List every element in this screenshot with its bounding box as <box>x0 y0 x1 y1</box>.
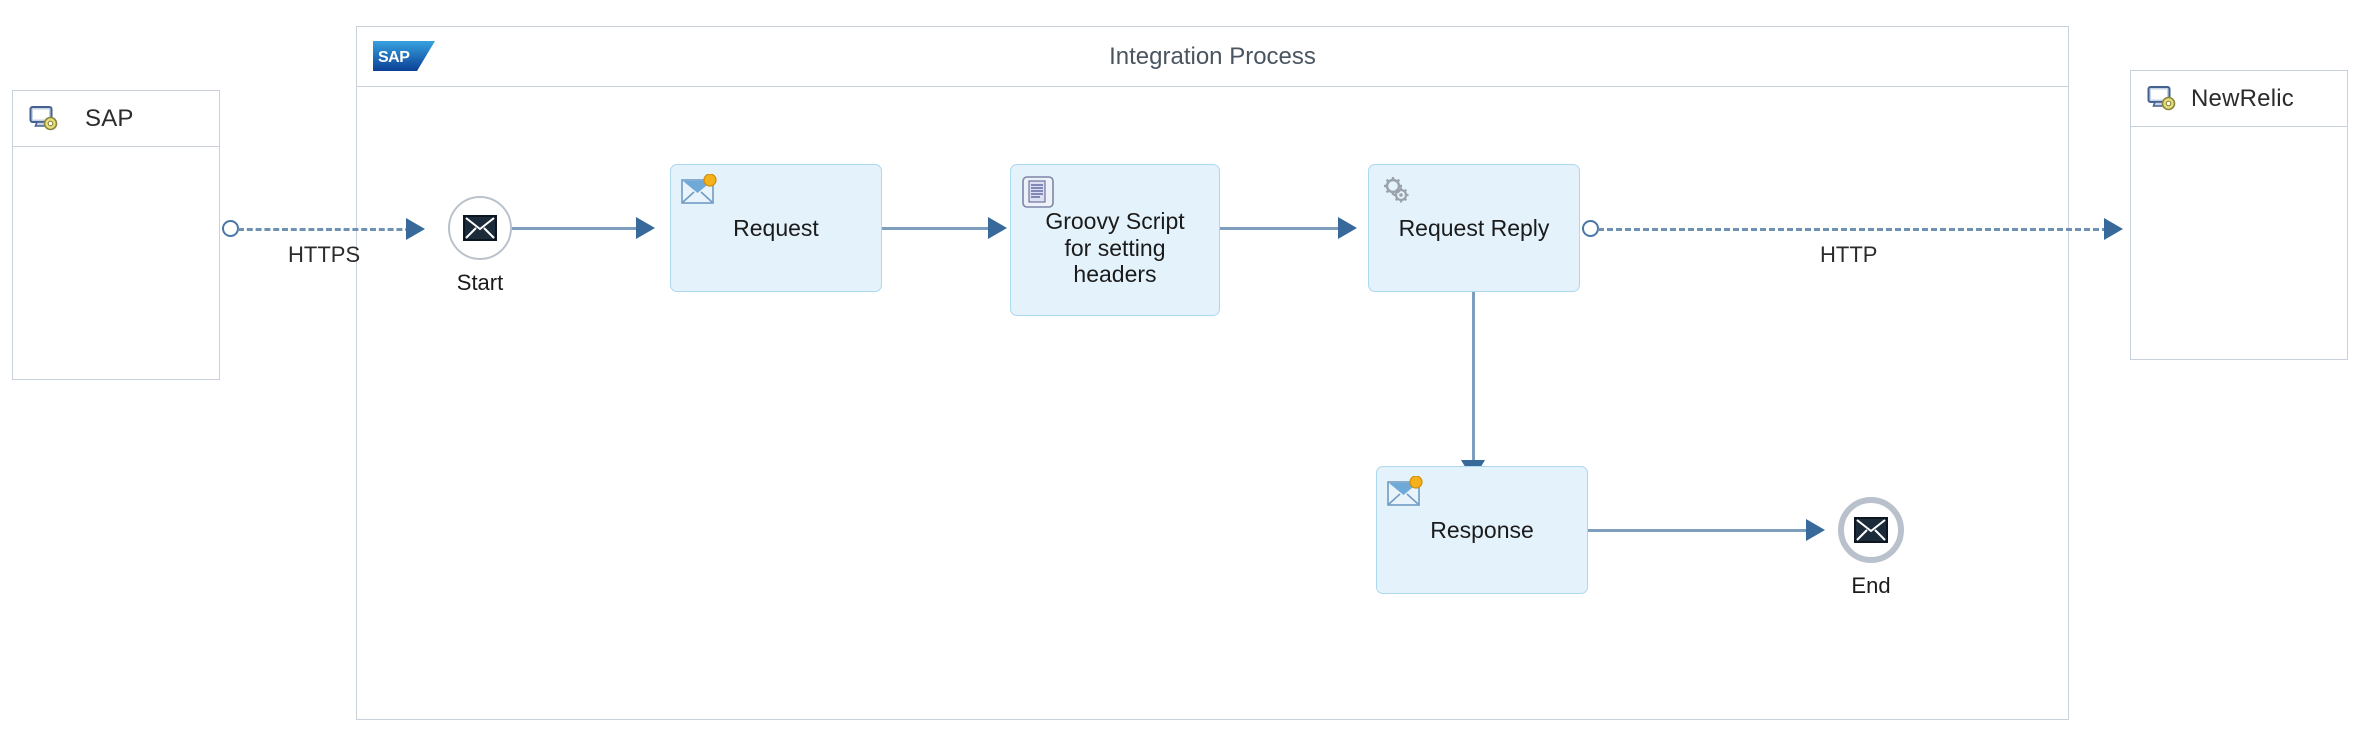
seq-flow-start-request <box>512 227 638 230</box>
seq-flow-start-request-arrowhead <box>636 217 655 239</box>
participant-sap-header: SAP <box>13 91 219 147</box>
end-event-label: End <box>1851 573 1891 598</box>
envelope-icon <box>463 215 497 241</box>
sap-logo-icon: SAP <box>373 41 435 71</box>
participant-newrelic[interactable]: NewRelic <box>2130 70 2348 360</box>
http-flow-arrowhead <box>2104 218 2123 240</box>
envelope-icon <box>1854 517 1888 543</box>
seq-flow-request-groovy <box>882 227 990 230</box>
participant-newrelic-header: NewRelic <box>2131 71 2347 127</box>
seq-flow-response-end-arrowhead <box>1806 519 1825 541</box>
https-flow-label: HTTPS <box>288 242 361 267</box>
seq-flow-request-groovy-arrowhead <box>988 217 1007 239</box>
task-request-reply-label: Request Reply <box>1398 214 1550 241</box>
http-flow-label: HTTP <box>1820 242 1878 267</box>
participant-sap-label: SAP <box>85 104 134 132</box>
https-flow-arrowhead <box>406 218 425 240</box>
http-message-flow[interactable] <box>1598 228 2108 231</box>
task-request-label: Request <box>733 214 819 241</box>
seq-flow-groovy-requestreply-arrowhead <box>1338 217 1357 239</box>
task-response-label: Response <box>1430 516 1534 543</box>
script-icon <box>1021 174 1059 208</box>
seq-flow-requestreply-response <box>1472 292 1475 464</box>
task-request-reply[interactable]: Request Reply <box>1368 164 1580 292</box>
integration-process-header: SAP Integration Process <box>357 27 2068 87</box>
system-monitor-icon <box>29 105 59 133</box>
participant-sap[interactable]: SAP <box>12 90 220 380</box>
https-message-flow[interactable] <box>238 228 420 231</box>
integration-process-pool[interactable]: SAP Integration Process <box>356 26 2069 720</box>
mail-mapping-icon <box>1387 475 1425 510</box>
seq-flow-response-end <box>1588 529 1810 532</box>
https-flow-origin <box>222 220 239 237</box>
start-event-label: Start <box>456 270 504 295</box>
task-request[interactable]: Request <box>670 164 882 292</box>
task-groovy-script[interactable]: Groovy Script for setting headers <box>1010 164 1220 316</box>
task-response[interactable]: Response <box>1376 466 1588 594</box>
http-flow-origin <box>1582 220 1599 237</box>
end-event[interactable] <box>1838 497 1904 563</box>
mail-mapping-icon <box>681 173 719 208</box>
seq-flow-groovy-requestreply <box>1220 227 1342 230</box>
participant-newrelic-label: NewRelic <box>2191 84 2294 112</box>
start-event[interactable] <box>448 196 512 260</box>
task-groovy-script-label: Groovy Script for setting headers <box>1045 207 1185 288</box>
gear-icon <box>1379 174 1417 208</box>
page-title: Integration Process <box>1109 42 1316 70</box>
svg-text:SAP: SAP <box>378 49 410 66</box>
system-monitor-icon <box>2147 85 2177 113</box>
